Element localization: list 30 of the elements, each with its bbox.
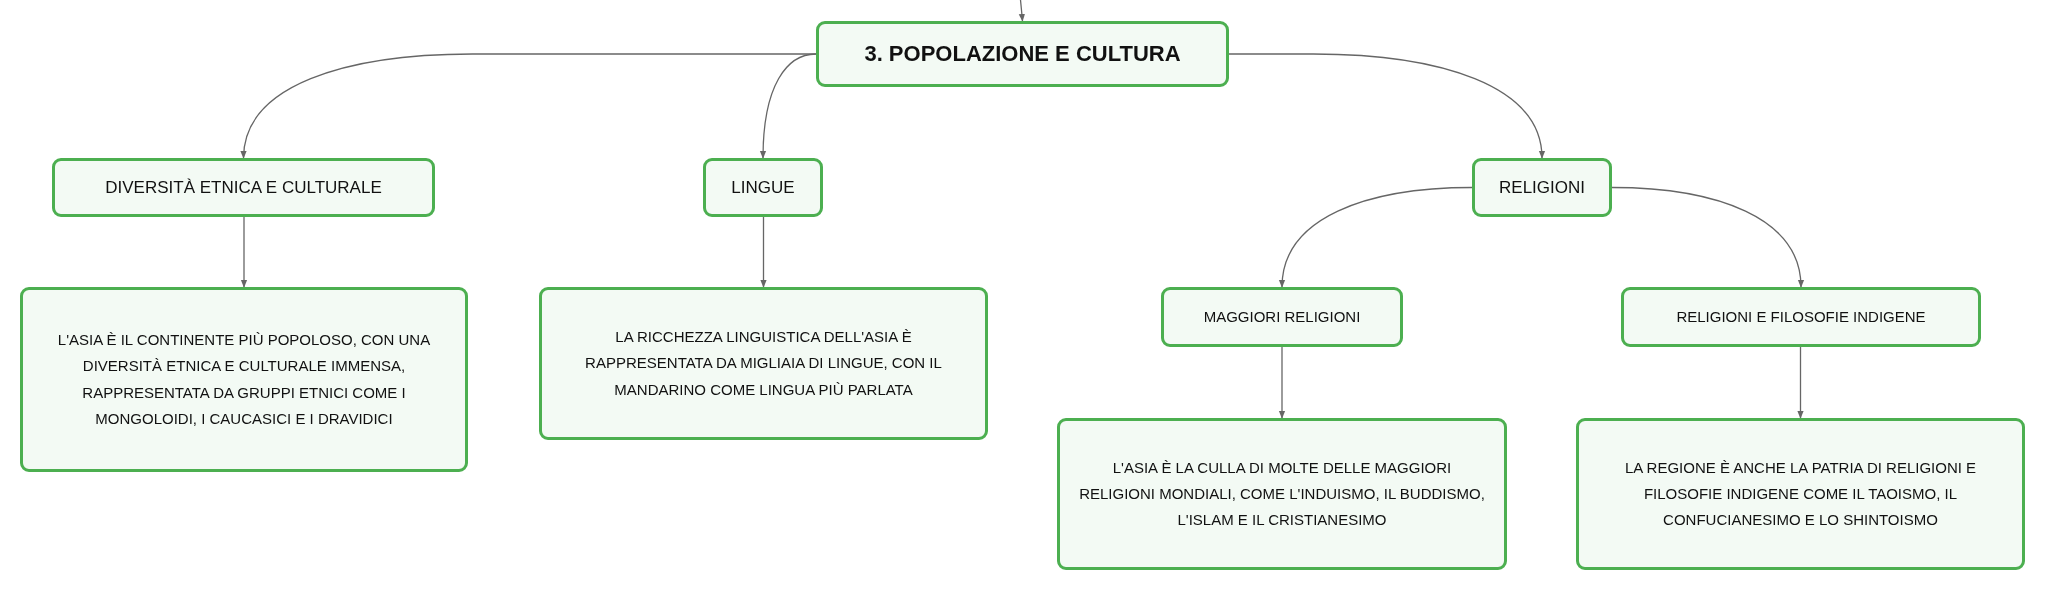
subtopic-box — [1621, 287, 1981, 347]
node-text: DIVERSITÀ ETNICA E CULTURALE — [105, 176, 382, 199]
connector-arrow — [1797, 346, 1804, 419]
subtopic-box — [1161, 287, 1403, 347]
connector-arrow — [1278, 346, 1286, 419]
connector-arrow — [1279, 186, 1473, 288]
node-text: L'ASIA È IL CONTINENTE PIÙ POPOLOSO, CON UNA DIVERSITÀ ETNICA E CULTURALE IMMENSA, RAPPRESENTATA DA GRUPPI ETNICI COME I MONGOLOIDI, I CAUCASICI E I DRAVIDICI — [56, 330, 432, 429]
node-text: LINGUE — [731, 176, 795, 199]
main-topic-box — [816, 21, 1229, 87]
main-topic-text: 3. POPOLAZIONE E CULTURA — [864, 39, 1181, 68]
connector-arrow — [760, 53, 817, 159]
topic-box — [1472, 158, 1612, 217]
connector-arrow — [241, 53, 817, 159]
description-box — [1576, 418, 2025, 570]
node-text: RELIGIONI — [1499, 176, 1585, 199]
description-box — [20, 287, 468, 472]
description-box — [539, 287, 988, 440]
node-text: RELIGIONI E FILOSOFIE INDIGENE — [1676, 306, 1926, 327]
description-box — [1057, 418, 1507, 570]
connector-arrow — [1228, 53, 1545, 159]
connector-arrow — [1611, 186, 1804, 288]
topic-box — [703, 158, 823, 217]
connector-arrow — [240, 216, 248, 288]
node-text: LA REGIONE È ANCHE LA PATRIA DI RELIGIONI E FILOSOFIE INDIGENE COME IL TAOISMO, IL CONFUCIANESIMO E LO SHINTOISMO — [1623, 457, 1978, 531]
connector-arrow — [1018, 0, 1025, 22]
node-text: MAGGIORI RELIGIONI — [1203, 306, 1361, 327]
node-text: LA RICCHEZZA LINGUISTICA DELL'ASIA È RAPPRESENTATA DA MIGLIAIA DI LINGUE, CON IL MANDARINO COME LINGUA PIÙ PARLATA — [584, 327, 943, 400]
topic-box — [52, 158, 435, 217]
node-text: L'ASIA È LA CULLA DI MOLTE DELLE MAGGIORI RELIGIONI MONDIALI, COME L'INDUISMO, IL BUDDISMO, L'ISLAM E IL CRISTIANESIMO — [1078, 457, 1486, 531]
connector-arrow — [760, 216, 767, 288]
